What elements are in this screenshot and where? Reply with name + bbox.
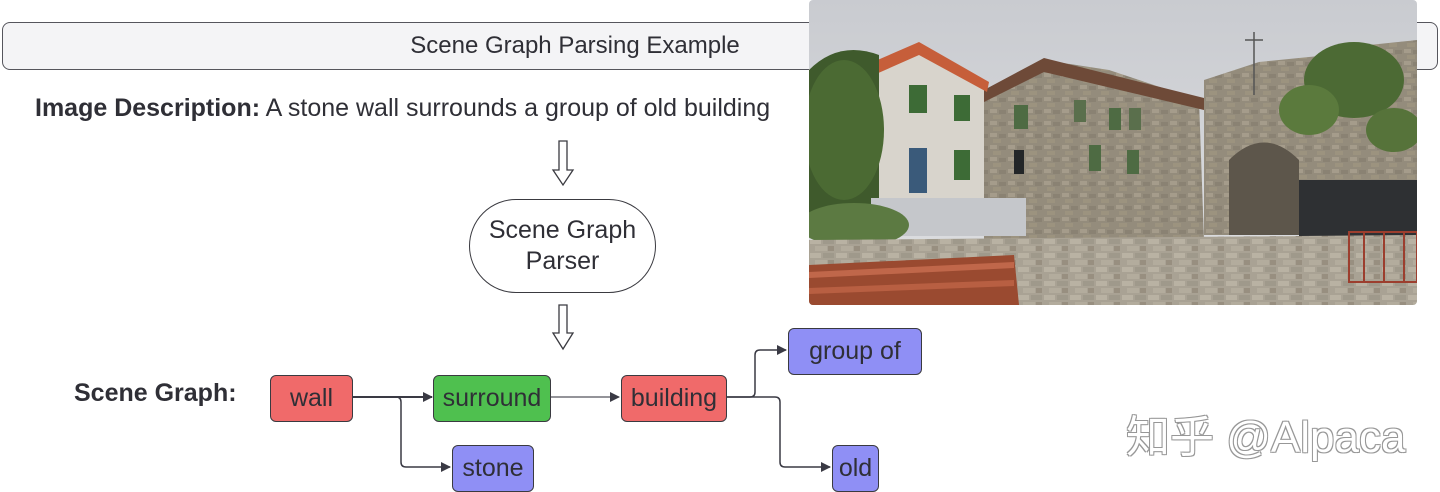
down-arrow-icon [551,304,575,351]
scene-graph-parser-node: Scene Graph Parser [469,199,656,293]
node-surround: surround [433,375,551,422]
watermark: 知乎 @Alpaca [1126,413,1406,462]
down-arrow-icon [551,140,575,187]
edge-wall-stone [352,396,451,472]
image-description: Image Description: A stone wall surround… [35,94,770,130]
scene-photo [809,0,1417,305]
edge-building-old [727,396,831,472]
edge-building-group-of [727,345,787,398]
image-description-text: A stone wall surrounds a group of old bu… [265,94,771,122]
node-old: old [832,445,879,492]
scene-photo-illustration [809,0,1417,305]
node-building: building [621,375,727,422]
scene-graph-label: Scene Graph: [74,379,237,407]
diagram-title: Scene Graph Parsing Example [410,32,740,59]
parser-label-line2: Parser [525,247,600,275]
image-description-label: Image Description: [35,94,261,122]
parser-label-line1: Scene Graph [488,216,637,244]
node-group-of: group of [788,328,922,375]
node-stone: stone [452,445,534,492]
node-wall: wall [270,375,353,422]
